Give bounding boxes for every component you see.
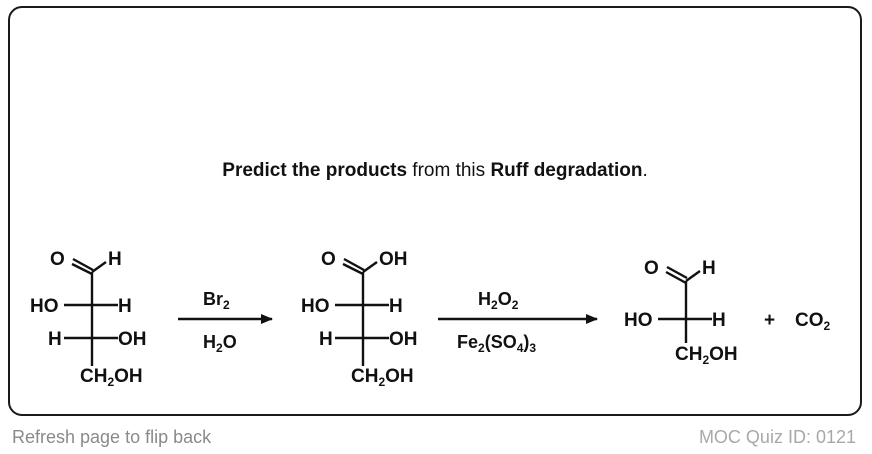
product-molecule xyxy=(658,265,712,343)
reactant-row1-ho: HO xyxy=(30,296,59,317)
prompt-text-mid: from this xyxy=(407,160,491,181)
question-prompt: Predict the products from this Ruff degr… xyxy=(10,160,860,182)
prompt-text-end: . xyxy=(642,160,648,181)
reactant-ch2oh: CH2OH xyxy=(80,366,143,389)
reactant-row1-h: H xyxy=(118,296,132,317)
intermediate-row1-h: H xyxy=(389,296,403,317)
refresh-flip-link[interactable]: Refresh page to flip back xyxy=(12,427,212,447)
quiz-card[interactable]: Predict the products from this Ruff degr… xyxy=(8,6,862,416)
reactant-carbonyl-o: O xyxy=(50,249,65,270)
intermediate-acid-oh: OH xyxy=(379,249,408,270)
quiz-id-label: MOC Quiz ID: 0121 xyxy=(698,427,856,447)
prompt-bold-ruff: Ruff degradation xyxy=(490,160,643,181)
product-carbonyl-o: O xyxy=(644,258,659,279)
reactant-aldehyde-h: H xyxy=(108,249,122,270)
prompt-bold-predict: Predict the products xyxy=(222,160,408,181)
intermediate-molecule xyxy=(335,257,389,366)
intermediate-row2-oh: OH xyxy=(389,329,418,350)
intermediate-row2-h: H xyxy=(319,329,333,350)
product-aldehyde-h: H xyxy=(702,258,716,279)
step1-reagent-br2: Br2 xyxy=(203,289,230,312)
reactant-molecule xyxy=(64,257,118,366)
step1-reagent-h2o: H2O xyxy=(203,332,237,355)
product-row1-ho: HO xyxy=(624,310,653,331)
intermediate-carbonyl-o: O xyxy=(321,249,336,270)
intermediate-ch2oh: CH2OH xyxy=(351,366,414,389)
product-row1-h: H xyxy=(712,310,726,331)
reactant-row2-h: H xyxy=(48,329,62,350)
product-ch2oh: CH2OH xyxy=(675,344,738,367)
intermediate-row1-ho: HO xyxy=(301,296,330,317)
reactant-row2-oh: OH xyxy=(118,329,147,350)
step2-reagent-iron-sulfate: Fe2(SO4)3 xyxy=(457,332,536,355)
step2-reagent-h2o2: H2O2 xyxy=(478,289,519,312)
plus-sign: + xyxy=(764,310,775,331)
carbon-dioxide: CO2 xyxy=(795,310,831,333)
